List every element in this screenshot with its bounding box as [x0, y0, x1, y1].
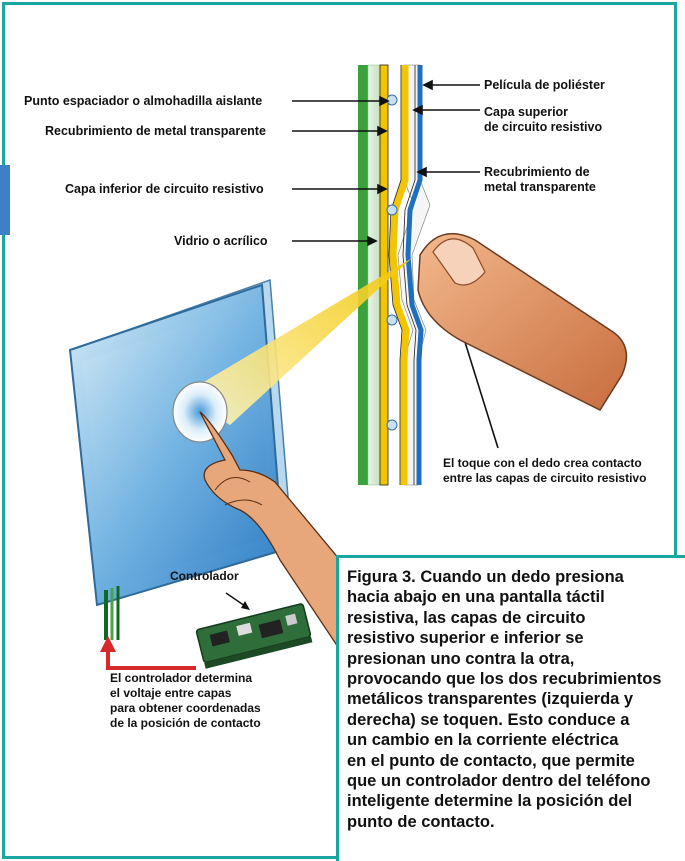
label-controller-description: El controlador determina el voltaje entr… — [110, 671, 261, 730]
red-arrow — [106, 648, 196, 670]
side-tab — [0, 165, 10, 235]
fingernail — [432, 238, 486, 286]
hand-illustration — [199, 411, 381, 652]
label-left-coating: Recubrimiento de metal transparente — [45, 124, 266, 138]
top-resistive-layer — [389, 65, 410, 485]
label-finger-touch: El toque con el dedo crea contacto entre… — [443, 456, 647, 485]
controller-board — [195, 603, 313, 669]
label-top-layer: Capa superior de circuito resistivo — [484, 105, 603, 134]
spacer-dot — [386, 314, 398, 326]
caption-box: Figura 3. Cuando un dedo presiona hacia … — [336, 555, 685, 861]
controller-pointer — [225, 592, 246, 607]
label-polyester-film: Película de poliéster — [484, 78, 605, 92]
figure-caption: Figura 3. Cuando un dedo presiona hacia … — [347, 568, 662, 831]
label-spacer-dot: Punto espaciador o almohadilla aislante — [24, 94, 263, 108]
cable — [104, 586, 120, 640]
red-arrowhead — [100, 636, 116, 652]
polyester-film — [405, 65, 424, 485]
spacer-dot — [386, 204, 398, 216]
label-right-coating: Recubrimiento de metal transparente — [484, 165, 596, 194]
screen-illustration — [68, 278, 293, 607]
label-controller: Controlador — [170, 569, 239, 583]
magnification-beam — [182, 258, 412, 425]
label-bottom-layer: Capa inferior de circuito resistivo — [65, 182, 264, 196]
spacer-dot — [386, 419, 398, 431]
green-edge-layer — [358, 65, 370, 485]
spacer-dot — [386, 94, 398, 106]
label-glass: Vidrio o acrílico — [174, 234, 268, 248]
